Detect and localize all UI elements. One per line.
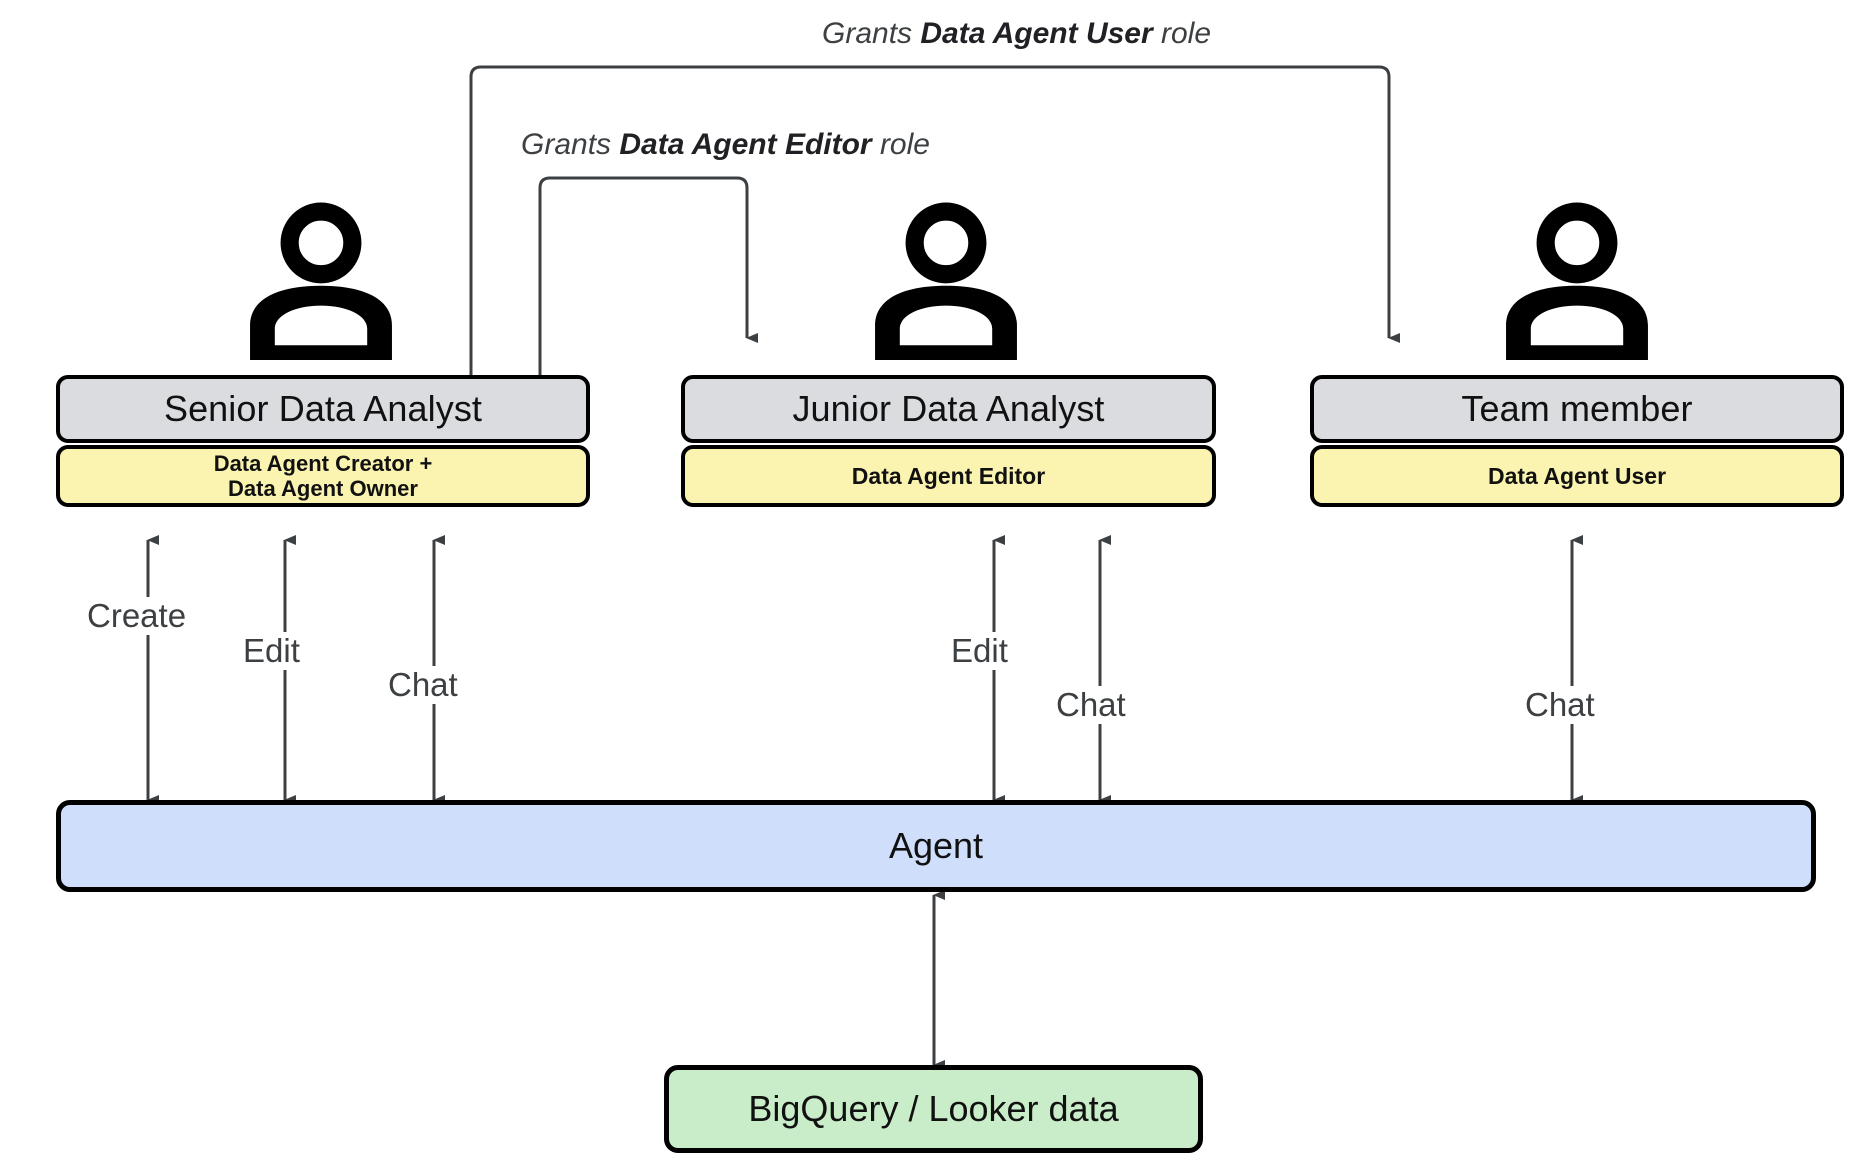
- persona-role-badge: Data Agent User: [1310, 445, 1844, 507]
- data-source-label: BigQuery / Looker data: [748, 1088, 1119, 1129]
- edge-label-edit: Edit: [240, 632, 303, 670]
- grant-label-role: Data Agent Editor: [619, 128, 872, 161]
- grant-label-prefix: Grants: [822, 17, 921, 50]
- edge-label-chat: Chat: [1522, 686, 1598, 724]
- connector-grant-editor: [538, 176, 758, 380]
- edge-label-chat: Chat: [385, 666, 461, 704]
- person-icon: [1492, 200, 1662, 365]
- persona-role-line: Data Agent Editor: [851, 462, 1046, 489]
- edge-label-edit: Edit: [948, 632, 1011, 670]
- agent-bar[interactable]: Agent: [56, 800, 1816, 892]
- persona-title: Junior Data Analyst: [681, 375, 1216, 443]
- grant-label-role: Data Agent User: [920, 17, 1153, 50]
- persona-role-badge: Data Agent Editor: [681, 445, 1216, 507]
- grant-label-data-agent-user: Grants Data Agent User role: [822, 17, 1211, 51]
- person-icon: [861, 200, 1031, 365]
- edge-label-create: Create: [84, 597, 190, 635]
- data-source-box[interactable]: BigQuery / Looker data: [664, 1065, 1203, 1153]
- persona-role-line: Data Agent User: [1487, 462, 1667, 489]
- person-icon: [236, 200, 406, 365]
- persona-role-badge: Data Agent Creator + Data Agent Owner: [56, 445, 590, 507]
- persona-card-senior-data-analyst[interactable]: Senior Data Analyst Data Agent Creator +…: [56, 375, 590, 507]
- persona-card-junior-data-analyst[interactable]: Junior Data Analyst Data Agent Editor: [681, 375, 1216, 507]
- grant-label-prefix: Grants: [521, 128, 620, 161]
- grant-label-suffix: role: [871, 128, 930, 161]
- persona-role-line: Data Agent Owner: [228, 476, 418, 501]
- edge-label-chat: Chat: [1053, 686, 1129, 724]
- persona-title: Team member: [1310, 375, 1844, 443]
- persona-role-line: Data Agent Creator +: [213, 450, 433, 476]
- grant-label-data-agent-editor: Grants Data Agent Editor role: [521, 128, 930, 162]
- grant-label-suffix: role: [1152, 17, 1212, 50]
- persona-card-team-member[interactable]: Team member Data Agent User: [1310, 375, 1844, 507]
- agent-label: Agent: [888, 825, 984, 866]
- persona-title: Senior Data Analyst: [56, 375, 590, 443]
